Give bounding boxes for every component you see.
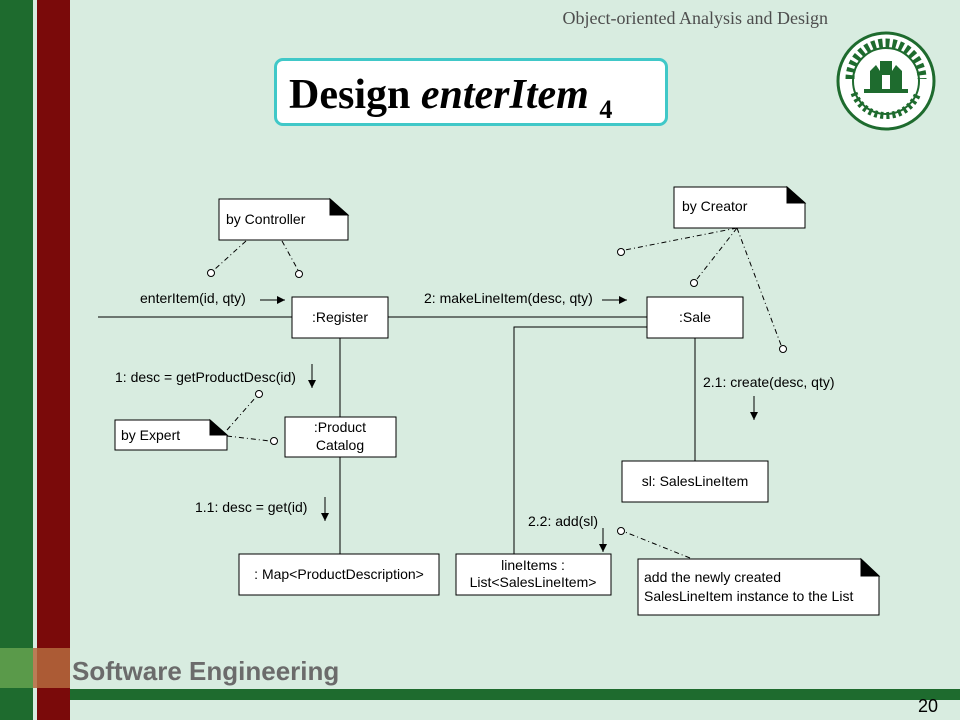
note-add-text-1: add the newly created [644,569,781,585]
message-get: 1.1: desc = get(id) [195,499,307,515]
note-add-text-2: SalesLineItem instance to the List [644,588,853,604]
message-get-product-desc: 1: desc = getProductDesc(id) [115,369,296,385]
links [98,316,696,554]
note-by-creator-text: by Creator [682,198,748,214]
university-seal-icon [836,31,936,131]
note-by-controller-text: by Controller [226,211,306,227]
title-main: Design [289,72,411,118]
title-italic: enterItem [420,72,589,118]
message-make-line-item: 2: makeLineItem(desc, qty) [424,290,593,306]
page-number: 20 [917,696,938,716]
footer-course-name: Software Engineering [72,656,340,686]
note-by-expert [114,419,228,451]
anchor-circles [207,248,787,535]
slide-title: Design enterItem 4 [274,58,668,126]
sales-line-item-box [621,460,769,503]
sale-label: :Sale [679,309,711,325]
map-box [238,553,440,596]
product-catalog-label-1: :Product [314,419,366,435]
message-create: 2.1: create(desc, qty) [703,374,835,390]
note-anchors [213,227,782,559]
message-arrows [260,296,758,552]
product-catalog-label-2: Catalog [316,437,364,453]
note-by-expert-text: by Expert [121,427,180,443]
message-enter-item: enterItem(id, qty) [140,290,246,306]
product-catalog-box [284,416,397,458]
note-by-controller [218,198,349,241]
register-label: :Register [312,309,368,325]
left-green-bar [0,0,33,720]
notes [114,185,881,616]
sales-line-item-label: sl: SalesLineItem [642,473,749,489]
bottom-green-bar [70,689,960,700]
line-items-list-box [455,553,612,596]
line-items-label-2: List<SalesLineItem> [470,574,597,590]
note-by-creator [673,186,806,229]
object-boxes [238,296,769,596]
line-items-label-1: lineItems : [501,557,565,573]
left-red-bar [37,0,70,720]
note-add-to-list [637,558,880,616]
message-add: 2.2: add(sl) [528,513,598,529]
register-box [291,296,389,339]
sale-box [646,296,744,339]
title-number: 4 [599,95,613,124]
link-sale-list [513,326,647,554]
footer-accent-block-green [0,648,33,688]
map-label: : Map<ProductDescription> [254,566,424,582]
course-title: Object-oriented Analysis and Design [562,8,828,28]
